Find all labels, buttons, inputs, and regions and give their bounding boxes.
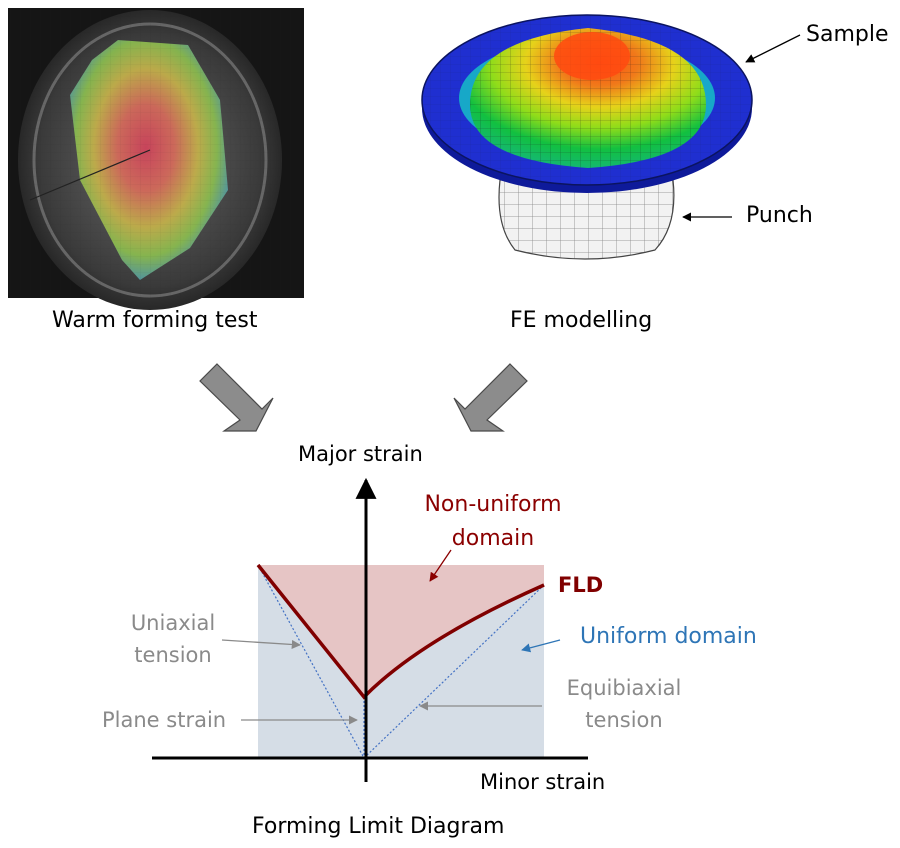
caption-fe-modelling: FE modelling: [510, 308, 653, 333]
plane-strain-label: Plane strain: [102, 708, 227, 732]
equibiaxial-label-line1: Equibiaxial: [566, 676, 682, 700]
non-uniform-label-line2: domain: [451, 526, 535, 551]
uniform-label: Uniform domain: [580, 624, 757, 649]
fld-diagram: [152, 477, 588, 782]
sample-disc: [421, 14, 753, 193]
fe-model: [421, 14, 801, 260]
label-punch: Punch: [746, 203, 813, 228]
label-sample: Sample: [806, 22, 889, 47]
equibiaxial-path: [363, 584, 545, 759]
non-uniform-label: Non-uniform domain: [405, 488, 581, 556]
caption-warm-forming: Warm forming test: [52, 308, 258, 333]
x-axis-label: Minor strain: [480, 770, 606, 794]
non-uniform-label-line1: Non-uniform: [424, 492, 562, 517]
equibiaxial-label-line2: tension: [585, 708, 663, 732]
non-uniform-domain-region: [258, 565, 544, 697]
uniaxial-pointer: [221, 639, 301, 650]
uniaxial-label-line1: Uniaxial: [130, 611, 216, 635]
punch-shape: [498, 179, 675, 260]
fld-curve: [256, 563, 545, 700]
block-arrow-left: [199, 363, 274, 432]
uniaxial-label-line2: tension: [134, 643, 212, 667]
uniaxial-label: Uniaxial tension: [118, 607, 228, 671]
uniform-pointer: [521, 639, 561, 653]
warm-forming-photo: [8, 8, 304, 310]
uniaxial-path: [257, 564, 365, 759]
caption-fld: Forming Limit Diagram: [252, 814, 505, 839]
block-arrow-right: [453, 363, 528, 432]
non-uniform-pointer: [429, 549, 452, 582]
equibiaxial-label: Equibiaxial tension: [556, 672, 692, 736]
y-axis-label: Major strain: [298, 442, 423, 466]
fld-label: FLD: [558, 573, 604, 597]
sample-pointer: [745, 34, 801, 63]
